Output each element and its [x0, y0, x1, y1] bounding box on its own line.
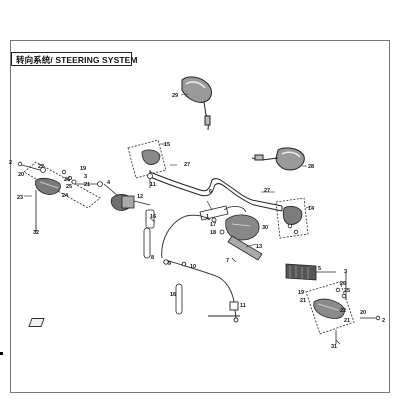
callout-27-right: 27 [264, 188, 270, 194]
callout-21-right-bottom: 21 [344, 318, 350, 324]
callout-21-left: 21 [84, 182, 90, 188]
callout-16-bottom: 16 [170, 292, 176, 298]
callout-9: 9 [168, 261, 171, 267]
callout-24: 24 [62, 193, 69, 199]
callout-12: 12 [137, 194, 143, 200]
callout-18: 18 [210, 230, 216, 236]
right-master-cylinder [211, 206, 263, 261]
diagram-title: 转向系统/ STEERING SYSTEM [16, 55, 138, 65]
callout-22-left: 22 [38, 164, 44, 170]
throttle-assembly [103, 183, 151, 211]
callout-23: 23 [17, 195, 23, 201]
callout-2-left: 2 [9, 160, 12, 166]
callout-29: 29 [172, 93, 178, 99]
leader-lines [24, 93, 341, 345]
right-grip [285, 263, 336, 281]
callout-17: 17 [210, 222, 216, 228]
callout-2-right: 2 [382, 318, 385, 324]
callout-7: 7 [226, 258, 229, 264]
callout-8: 8 [151, 255, 154, 261]
diagram-frame [10, 40, 390, 393]
callout-28: 28 [308, 164, 314, 170]
callout-6: 6 [209, 189, 212, 195]
callout-19-left: 19 [80, 166, 86, 172]
callout-20-right: 20 [360, 310, 366, 316]
callout-3-right: 3 [344, 269, 347, 275]
callout-25-left: 25 [66, 184, 72, 190]
callout-32: 32 [33, 230, 39, 236]
callout-10: 10 [190, 264, 196, 270]
clamps [143, 205, 229, 315]
edge-mark [0, 352, 3, 355]
callout-11-right: 11 [240, 303, 246, 309]
brake-cable [161, 214, 240, 323]
callout-21-right-top: 21 [300, 298, 306, 304]
mirror-right [251, 147, 305, 171]
handlebar [149, 170, 283, 212]
callout-25-right: 25 [344, 288, 350, 294]
callout-4: 4 [107, 180, 111, 186]
right-handguard-group [305, 272, 381, 344]
callout-13: 13 [256, 244, 262, 250]
callout-30: 30 [262, 225, 268, 231]
right-switch-group [275, 197, 309, 239]
callout-5: 5 [318, 266, 321, 272]
callout-1: 1 [206, 214, 209, 220]
mirror-left [181, 76, 212, 131]
left-switch-group [127, 139, 167, 188]
callout-3-left: 3 [84, 174, 87, 180]
title-box: 转向系统/ STEERING SYSTEM [11, 52, 137, 66]
callout-11-left: 11 [150, 182, 156, 188]
callout-15: 15 [164, 142, 170, 148]
callout-22-right: 22 [340, 308, 346, 314]
callout-14: 14 [308, 206, 315, 212]
callout-31: 31 [331, 344, 337, 350]
callout-26-left: 26 [64, 177, 70, 183]
callout-26-right: 26 [340, 281, 346, 287]
callout-20-left: 20 [18, 172, 24, 178]
callouts: 29 15 27 11 28 2 20 22 19 3 26 25 21 24 … [9, 93, 385, 350]
left-lever-group [17, 161, 103, 232]
callout-19-right: 19 [298, 290, 304, 296]
callout-16-top: 16 [150, 214, 156, 220]
callout-27-top: 27 [184, 162, 190, 168]
